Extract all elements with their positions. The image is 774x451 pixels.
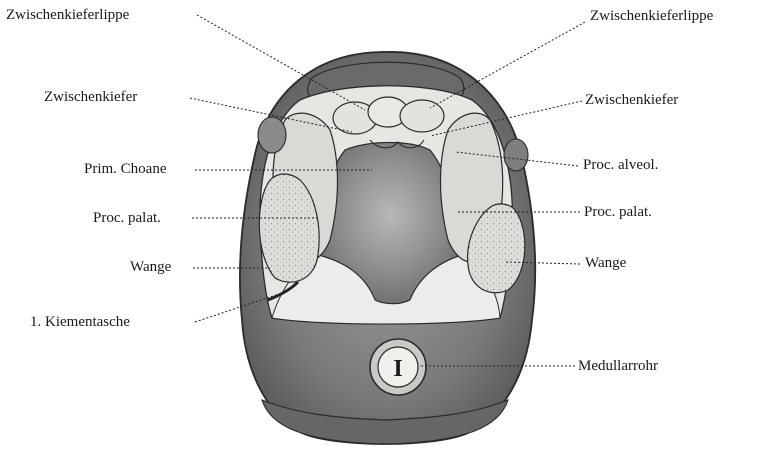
left-side-bulge xyxy=(258,117,286,153)
label-kiementasche: 1. Kiementasche xyxy=(30,313,130,331)
label-zwischenkiefer-right: Zwischenkiefer xyxy=(585,91,678,109)
label-prim-choane: Prim. Choane xyxy=(84,160,167,178)
right-side-bulge xyxy=(504,139,528,171)
label-zwischenkiefer-left: Zwischenkiefer xyxy=(44,88,137,106)
label-proc-palat-right: Proc. palat. xyxy=(584,203,652,221)
label-proc-alveol: Proc. alveol. xyxy=(583,156,658,174)
premaxilla-lobe-3 xyxy=(400,100,444,132)
label-medullarrohr: Medullarrohr xyxy=(578,357,658,375)
label-zwischenkieferlippe-right: Zwischenkieferlippe xyxy=(590,7,713,25)
label-proc-palat-left: Proc. palat. xyxy=(93,209,161,227)
label-wange-right: Wange xyxy=(585,254,626,272)
label-zwischenkieferlippe-left: Zwischenkieferlippe xyxy=(6,6,129,24)
label-wange-left: Wange xyxy=(130,258,171,276)
medullarrohr-mark: I xyxy=(393,356,402,382)
